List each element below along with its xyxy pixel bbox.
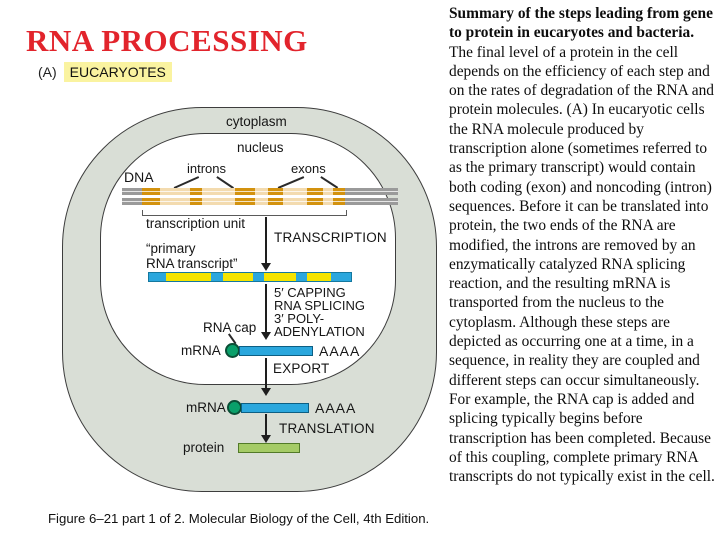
translation-arrow xyxy=(261,414,271,443)
nucleus-label: nucleus xyxy=(237,140,284,155)
rna-cap-circle xyxy=(227,400,242,415)
rna-cap-circle xyxy=(225,343,240,358)
export-arrow xyxy=(261,358,271,396)
protein-label: protein xyxy=(183,440,225,455)
mrna-label-cytoplasm: mRNA xyxy=(186,400,226,415)
nucleus-region xyxy=(100,133,396,385)
protein-bar xyxy=(238,443,300,453)
rna-cap-label: RNA cap xyxy=(203,320,257,335)
introns-label: introns xyxy=(187,161,227,176)
translation-step-label: TRANSLATION xyxy=(279,421,375,436)
dna-label: DNA xyxy=(124,169,154,185)
exons-label: exons xyxy=(291,161,326,176)
transcription-step-label: TRANSCRIPTION xyxy=(274,230,387,245)
processing-arrow xyxy=(261,284,271,340)
summary-text-block: Summary of the steps leading from gene t… xyxy=(449,4,715,486)
page-title: RNA PROCESSING xyxy=(26,22,308,58)
primary-transcript-bar xyxy=(148,272,352,282)
processing-line-2: RNA SPLICING xyxy=(274,298,366,313)
primary-transcript-label-line1: “primary xyxy=(146,241,196,256)
panel-title-highlight: EUCARYOTES xyxy=(63,62,172,82)
transcription-unit-bracket xyxy=(142,210,347,216)
figure-caption: Figure 6–21 part 1 of 2. Molecular Biolo… xyxy=(48,511,430,526)
cytoplasm-label: cytoplasm xyxy=(226,114,287,129)
panel-tag: (A) xyxy=(38,64,57,80)
dna-strand-top xyxy=(122,188,398,195)
mrna-bar-cytoplasm xyxy=(241,403,309,413)
processing-step-label: 5′ CAPPING RNA SPLICING 3′ POLY- ADENYLA… xyxy=(274,286,365,338)
polya-label-cytoplasm: AAAA xyxy=(315,400,357,416)
polya-label-nucleus: AAAA xyxy=(319,343,361,359)
summary-lead-bold: Summary of the steps leading from gene t… xyxy=(449,5,713,42)
transcription-arrow xyxy=(261,217,271,271)
transcription-unit-label: transcription unit xyxy=(146,216,246,231)
summary-body: The final level of a protein in the cell… xyxy=(449,43,715,486)
panel-label-row: (A) EUCARYOTES xyxy=(38,62,172,82)
dna-strand-bottom xyxy=(122,198,398,205)
processing-line-4: ADENYLATION xyxy=(274,324,365,339)
mrna-label-nucleus: mRNA xyxy=(181,343,221,358)
processing-line-1: 5′ CAPPING xyxy=(274,285,346,300)
primary-transcript-label-line2: RNA transcript” xyxy=(146,256,238,271)
export-step-label: EXPORT xyxy=(273,361,330,376)
mrna-bar-nucleus xyxy=(239,346,313,356)
dna-double-helix xyxy=(122,188,398,205)
processing-line-3: 3′ POLY- xyxy=(274,311,325,326)
